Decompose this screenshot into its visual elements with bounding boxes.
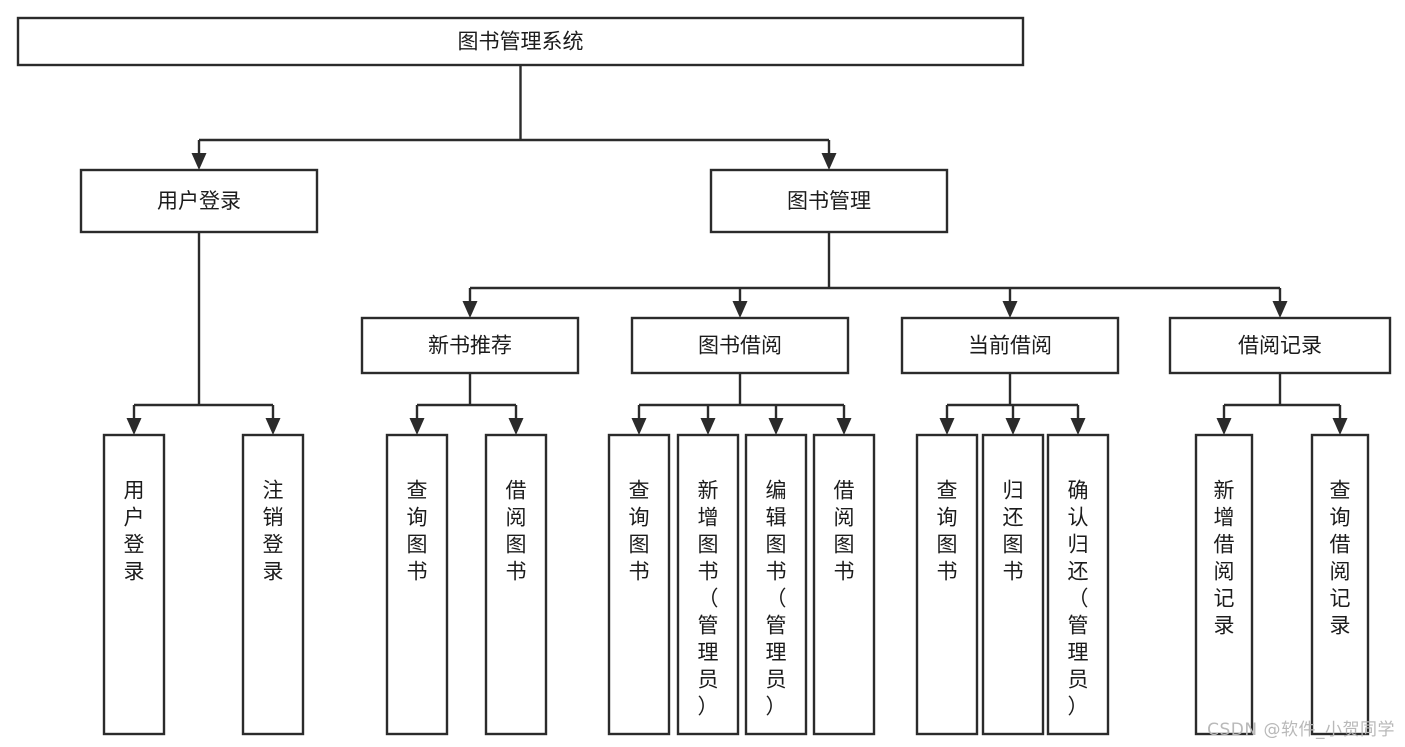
arrow-head-icon [409, 418, 425, 435]
connector-from-current-borrow [939, 373, 1086, 435]
node-leaf-edit-book-admin[interactable]: 编辑图书（管理员） [744, 433, 808, 736]
node-label-vertical: 确认归还（管理员） [1068, 479, 1089, 719]
node-box [900, 316, 1120, 375]
node-label: 用户登录 [157, 189, 241, 213]
node-leaf-borrow-book[interactable]: 借阅图书 [812, 433, 876, 736]
node-user-login[interactable]: 用户登录 [79, 168, 319, 234]
node-leaf-borrow-book-rec[interactable]: 借阅图书 [484, 433, 548, 736]
connector-from-book-borrow [631, 373, 852, 435]
node-label-vertical: 注销登录 [263, 479, 284, 584]
node-label-vertical: 查询图书 [629, 479, 650, 584]
arrow-head-icon [700, 418, 716, 435]
node-current-borrow[interactable]: 当前借阅 [900, 316, 1120, 375]
node-box [630, 316, 850, 375]
arrow-head-icon [768, 418, 784, 435]
node-label-vertical: 查询图书 [407, 479, 428, 584]
node-label: 图书管理 [787, 189, 871, 213]
node-leaf-query-borrow-record[interactable]: 查询借阅记录 [1310, 433, 1370, 736]
arrow-head-icon [631, 418, 647, 435]
node-box [241, 433, 305, 736]
arrow-head-icon [126, 418, 142, 435]
node-layer: 图书管理系统用户登录图书管理新书推荐图书借阅当前借阅借阅记录用户登录注销登录查询… [16, 16, 1392, 736]
node-leaf-add-book-admin[interactable]: 新增图书（管理员） [676, 433, 740, 736]
node-label-vertical: 查询借阅记录 [1330, 479, 1351, 638]
node-label: 图书借阅 [698, 334, 782, 358]
arrow-head-icon [1332, 418, 1348, 435]
node-root[interactable]: 图书管理系统 [16, 16, 1025, 67]
node-label: 借阅记录 [1238, 334, 1322, 358]
node-box [1194, 433, 1254, 736]
node-label: 新书推荐 [428, 334, 512, 358]
node-box [79, 168, 319, 234]
arrow-head-icon [1216, 418, 1232, 435]
arrow-head-icon [462, 301, 478, 318]
connector-from-root [191, 65, 837, 170]
arrow-head-icon [939, 418, 955, 435]
node-label: 当前借阅 [968, 334, 1052, 358]
node-label-vertical: 查询图书 [937, 479, 958, 584]
node-box [915, 433, 979, 736]
node-box [16, 16, 1025, 67]
node-leaf-query-book-borrow[interactable]: 查询图书 [607, 433, 671, 736]
node-box [102, 433, 166, 736]
node-label-vertical: 新增借阅记录 [1214, 479, 1235, 638]
node-box [1168, 316, 1392, 375]
arrow-head-icon [191, 153, 207, 170]
node-label: 图书管理系统 [458, 30, 584, 54]
node-box [360, 316, 580, 375]
arrow-head-icon [732, 301, 748, 318]
arrow-head-icon [265, 418, 281, 435]
node-box [981, 433, 1045, 736]
node-book-manage[interactable]: 图书管理 [709, 168, 949, 234]
node-box [1310, 433, 1370, 736]
node-box [744, 433, 808, 736]
node-box [385, 433, 449, 736]
node-borrow-record[interactable]: 借阅记录 [1168, 316, 1392, 375]
node-leaf-confirm-return-admin[interactable]: 确认归还（管理员） [1046, 433, 1110, 736]
node-label-vertical: 借阅图书 [506, 479, 527, 584]
arrow-head-icon [821, 153, 837, 170]
node-leaf-query-book-rec[interactable]: 查询图书 [385, 433, 449, 736]
node-box [812, 433, 876, 736]
node-label-vertical: 新增图书（管理员） [698, 479, 719, 719]
node-leaf-user-login[interactable]: 用户登录 [102, 433, 166, 736]
node-label-vertical: 借阅图书 [834, 479, 855, 584]
connector-from-book-manage [462, 232, 1288, 318]
node-box [676, 433, 740, 736]
arrow-head-icon [1002, 301, 1018, 318]
node-box [709, 168, 949, 234]
arrow-head-icon [508, 418, 524, 435]
connector-layer [126, 65, 1348, 435]
connector-from-user-login [126, 232, 281, 435]
node-book-borrow[interactable]: 图书借阅 [630, 316, 850, 375]
node-leaf-query-book-current[interactable]: 查询图书 [915, 433, 979, 736]
node-leaf-return-book[interactable]: 归还图书 [981, 433, 1045, 736]
connector-from-borrow-record [1216, 373, 1348, 435]
arrow-head-icon [1005, 418, 1021, 435]
arrow-head-icon [1070, 418, 1086, 435]
arrow-head-icon [1272, 301, 1288, 318]
node-box [484, 433, 548, 736]
node-leaf-add-borrow-record[interactable]: 新增借阅记录 [1194, 433, 1254, 736]
node-box [607, 433, 671, 736]
node-label-vertical: 归还图书 [1003, 479, 1024, 584]
node-leaf-logout-login[interactable]: 注销登录 [241, 433, 305, 736]
node-box [1046, 433, 1110, 736]
node-label-vertical: 编辑图书（管理员） [766, 479, 787, 719]
connector-from-new-book-recommend [409, 373, 524, 435]
node-label-vertical: 用户登录 [124, 479, 145, 584]
arrow-head-icon [836, 418, 852, 435]
node-new-book-recommend[interactable]: 新书推荐 [360, 316, 580, 375]
